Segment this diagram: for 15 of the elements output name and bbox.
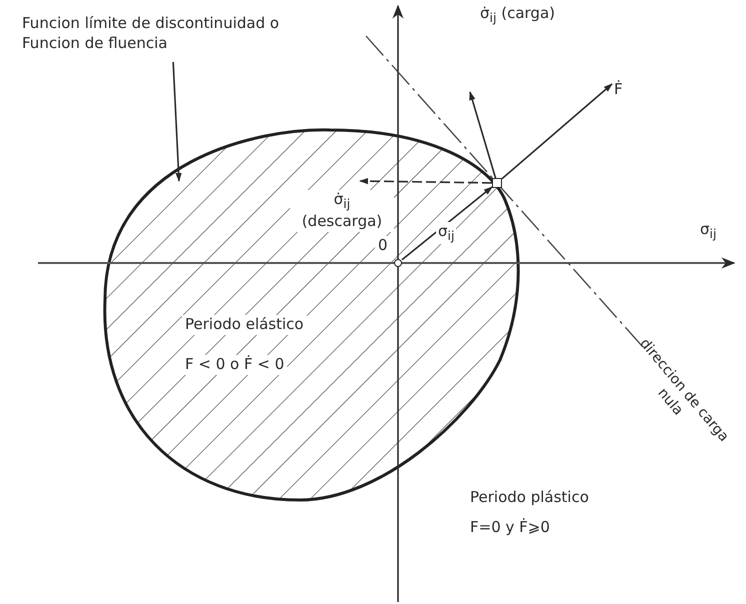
diagram-label: Periodo plástico bbox=[470, 488, 590, 508]
vector-label: σ$_{ij}$ bbox=[436, 222, 456, 244]
vector-arrow bbox=[501, 83, 613, 180]
diagram-label: F=0 y Ḟ⩾0 bbox=[470, 518, 551, 538]
diagram-label: σ$_{ij}$ bbox=[700, 220, 718, 242]
vector-label: Ḟ bbox=[613, 80, 624, 100]
diagram-label: Periodo elástico bbox=[182, 315, 307, 334]
vector-arrow bbox=[359, 178, 492, 184]
vector-arrow bbox=[402, 186, 493, 260]
stress-point-marker bbox=[492, 178, 502, 188]
leader-line bbox=[172, 62, 182, 182]
vector-label: σ̇$_{ij}$ (descarga) bbox=[290, 190, 394, 232]
vector-label: σ̇$_{ij}$ (carga) bbox=[479, 4, 556, 26]
vector-arrow bbox=[469, 91, 496, 178]
annotation-text: Funcion límite de discontinuidad o Funcion de fluencia bbox=[22, 14, 280, 53]
